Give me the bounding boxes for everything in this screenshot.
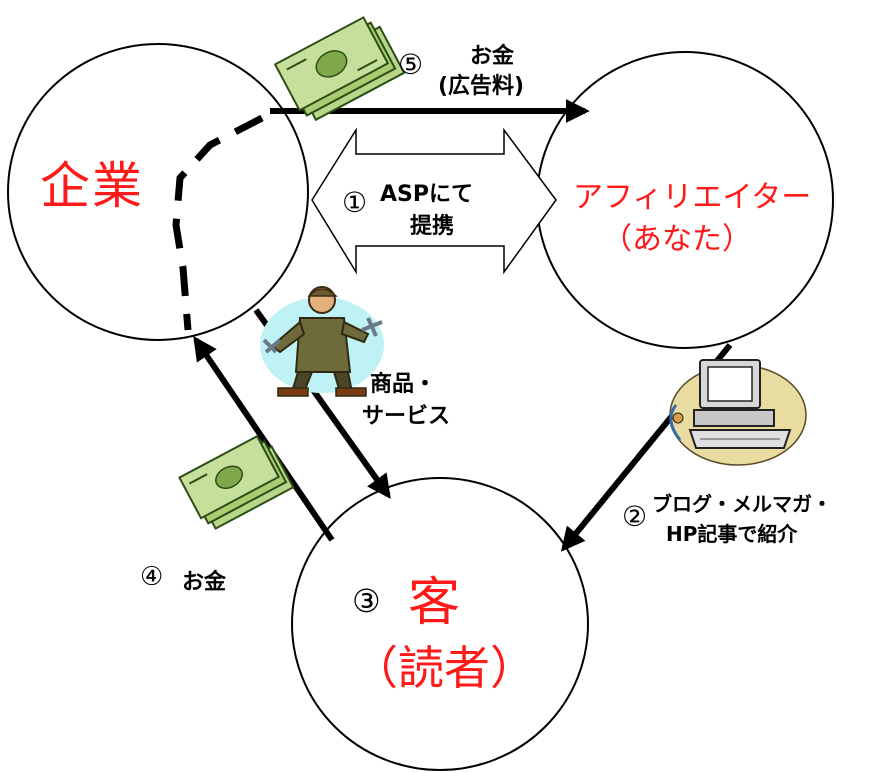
step4-number: ④ (140, 562, 164, 592)
money-to-company-arrow (193, 336, 335, 542)
company-dashed-path (172, 114, 264, 331)
step1-number: ① (342, 186, 368, 219)
step5-label-line2: (広告料) (438, 74, 525, 99)
company-circle (7, 43, 309, 341)
product-label-line1: 商品・ (370, 372, 437, 397)
customer-number: ③ (352, 582, 381, 620)
affiliate-label-line1: アフィリエイター (573, 180, 812, 215)
customer-label: 客 (408, 573, 461, 633)
money-stack-icon-2 (178, 434, 295, 530)
money-stack-icon (273, 16, 406, 122)
step2-label-line2: HP記事で紹介 (666, 522, 798, 546)
step5-number: ⑤ (398, 48, 424, 81)
customer-circle (291, 477, 589, 771)
computer-icon (669, 359, 807, 466)
step1-label-line1: ASPにて (380, 182, 473, 207)
affiliate-label-line2: （あなた） (602, 222, 752, 257)
step2-number: ② (622, 500, 648, 533)
step4-label: お金 (182, 570, 227, 595)
company-label: 企業 (40, 157, 144, 215)
step2-label-line1: ブログ・メルマガ・ (652, 492, 832, 516)
customer-sublabel: （読者） (352, 641, 536, 695)
worker-icon (260, 286, 384, 397)
step5-label-line1: お金 (470, 44, 515, 69)
partnership-double-arrow (311, 127, 557, 275)
step1-label-line2: 提携 (410, 214, 455, 239)
product-label-line2: サービス (362, 404, 451, 429)
